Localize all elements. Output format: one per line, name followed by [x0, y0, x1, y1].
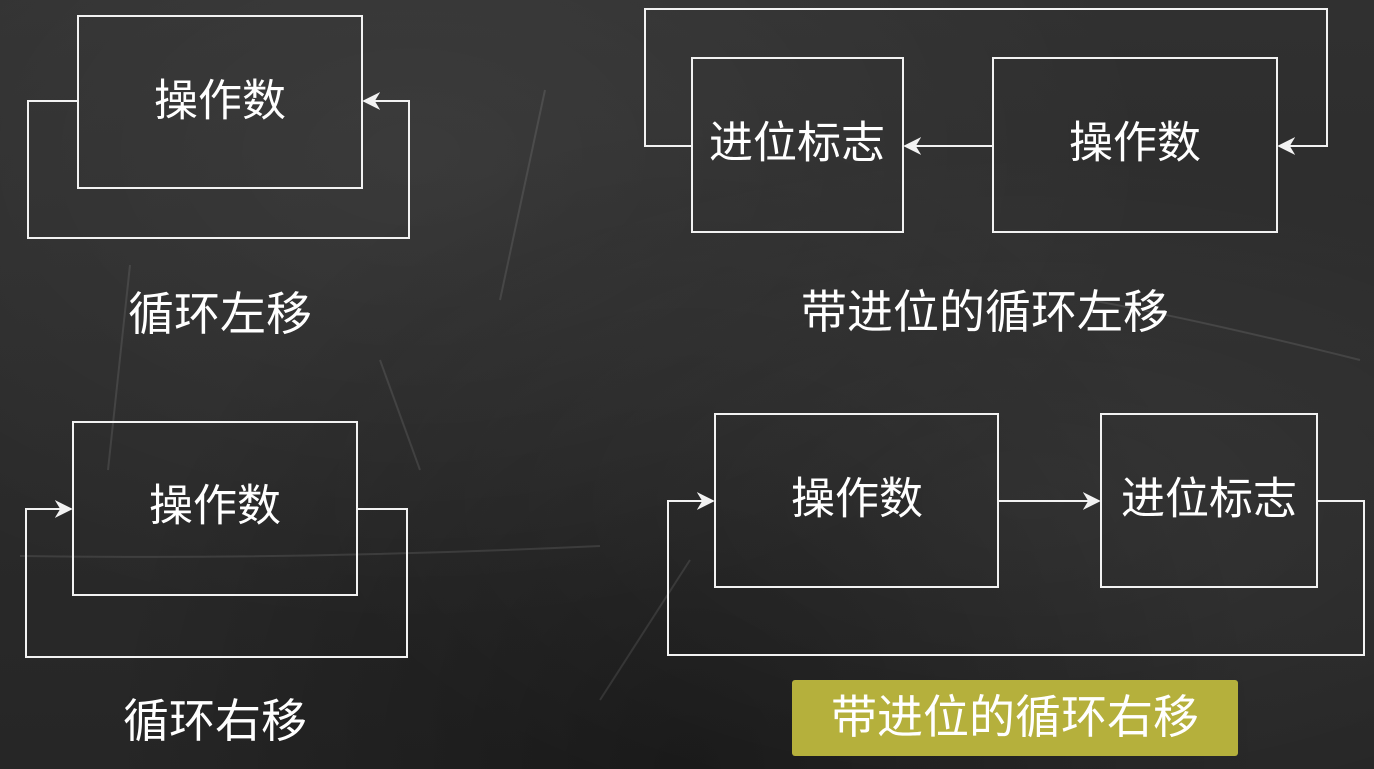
caption-rotate-left: 循环左移 — [128, 287, 312, 341]
caption-rotate-right: 循环右移 — [123, 694, 307, 748]
caption-highlight — [792, 680, 1238, 756]
operand-label: 操作数 — [1069, 118, 1201, 169]
chalk-scratches — [19, 89, 1361, 701]
operand-label: 操作数 — [791, 474, 923, 525]
operand-label: 操作数 — [149, 481, 281, 532]
carry-flag-label: 进位标志 — [709, 118, 885, 169]
diagram-rotate-right-carry: 操作数 进位标志 带进位的循环右移 — [667, 413, 1365, 756]
rotate-left-loop-arrow — [27, 92, 410, 239]
carry-to-operand-loop-arrow — [644, 8, 1328, 155]
caption-rotate-right-carry: 带进位的循环右移 — [831, 690, 1199, 744]
diagram-rotate-left: 操作数 循环左移 — [27, 15, 410, 341]
carry-to-operand-loop-arrow — [667, 492, 1365, 656]
rotate-right-loop-arrow — [25, 500, 408, 658]
caption-rotate-left-carry: 带进位的循环左移 — [801, 285, 1169, 339]
carry-flag-label: 进位标志 — [1121, 474, 1297, 525]
operand-label: 操作数 — [154, 76, 286, 127]
diagram-rotate-right: 操作数 循环右移 — [25, 421, 408, 748]
diagram-rotate-left-carry: 进位标志 操作数 带进位的循环左移 — [644, 8, 1328, 339]
